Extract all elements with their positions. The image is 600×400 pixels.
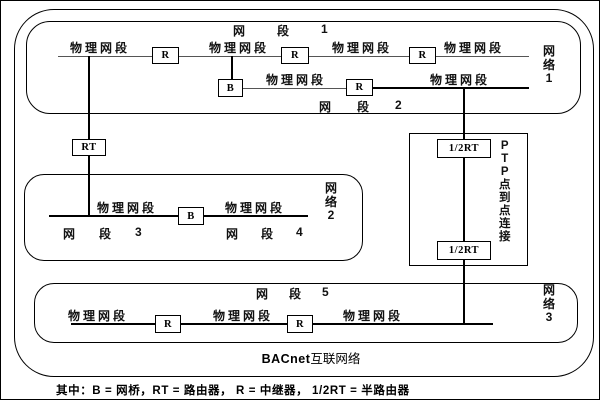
segment-1-char: 段 (277, 24, 290, 38)
router-label: RT (81, 142, 97, 153)
legend-text: 其中：B = 网桥，RT = 路由器， R = 中继器， 1/2RT = 半路由… (56, 385, 410, 397)
ptp-char: 到 (499, 192, 511, 204)
repeater-box: R (409, 47, 436, 64)
half-router-top-box: 1/2RT (437, 139, 491, 158)
physical-segment-label: 物理网段 (265, 73, 327, 87)
router-box: RT (72, 139, 106, 156)
ptp-label: P T P 点 到 点 连 接 (499, 140, 511, 244)
network-1-label: 网 络 1 (543, 44, 556, 86)
half-router-label: 1/2RT (448, 245, 480, 256)
repeater-box: R (287, 315, 313, 333)
half-router-label: 1/2RT (448, 143, 480, 154)
ptp-char: T (501, 153, 509, 165)
internetwork-border (14, 9, 594, 377)
segment-5-char: 段 (289, 287, 302, 301)
network-3-char: 网 (543, 283, 556, 297)
segment-2-number: 2 (395, 98, 402, 112)
half-router-bottom-box: 1/2RT (437, 241, 491, 260)
segment-3-number: 3 (135, 225, 142, 239)
bridge-label: B (187, 210, 195, 222)
network2-boundary (24, 174, 363, 261)
network-2-label: 网 络 2 (325, 181, 338, 223)
segment-4-number: 4 (296, 225, 303, 239)
repeater-label: R (418, 50, 427, 61)
segment-3-char: 段 (99, 227, 112, 241)
repeater-box: R (152, 47, 179, 64)
network-3-char: 络 (543, 296, 556, 311)
physical-segment-label: 物理网段 (224, 201, 286, 215)
segment-5-char: 网 (256, 287, 269, 301)
repeater-label: R (290, 50, 300, 61)
physical-segment-label: 物理网段 (443, 41, 505, 55)
physical-segment-label: 物理网段 (208, 41, 270, 55)
network-1-char: 网 (543, 44, 556, 58)
segment-4-char: 网 (226, 227, 239, 241)
ptp-char: 点 (499, 205, 511, 217)
net1-bridge-drop (231, 56, 233, 81)
segment-1-number: 1 (321, 22, 328, 36)
repeater-label: R (295, 318, 305, 330)
physical-segment-label: 物理网段 (331, 41, 393, 55)
physical-segment-label: 物理网段 (342, 309, 404, 323)
segment-4-title: 网 段 4 (226, 225, 303, 242)
network1-boundary (26, 21, 581, 114)
ptp-connection-box (409, 133, 528, 266)
ptp-char: 连 (499, 218, 511, 230)
repeater-box: R (346, 79, 373, 96)
net1-to-net2-connector (88, 56, 90, 216)
caption-bacnet: BACnet (261, 352, 311, 366)
segment-5-number: 5 (322, 285, 329, 299)
segment-4-char: 段 (261, 227, 274, 241)
network-2-number: 2 (327, 208, 335, 222)
net1-to-net3-ptp-connector (463, 88, 466, 324)
network-3-label: 网 络 3 (543, 283, 556, 325)
segment-1-title: 网 段 1 (233, 22, 328, 39)
network-2-char: 络 (325, 194, 338, 209)
repeater-label: R (355, 82, 364, 93)
diagram-caption: BACnet互联网络 (262, 348, 361, 367)
network-2-char: 网 (325, 181, 338, 195)
net1-segment2-bus-right (361, 87, 529, 90)
repeater-label: R (161, 50, 170, 61)
segment-2-title: 网 段 2 (319, 98, 402, 115)
net1-segment2-bus-left (243, 88, 363, 90)
physical-segment-label: 物理网段 (67, 309, 129, 323)
bridge-label: B (226, 82, 235, 94)
segment-2-char: 网 (319, 100, 332, 114)
bridge-box: B (218, 79, 243, 97)
repeater-label: R (163, 318, 173, 330)
physical-segment-label: 物理网段 (69, 41, 131, 55)
segment-1-char: 网 (233, 24, 246, 38)
bridge-box: B (178, 207, 204, 225)
physical-segment-label: 物理网段 (96, 201, 158, 215)
segment-3-title: 网 段 3 (63, 225, 142, 242)
segment-2-char: 段 (357, 100, 370, 114)
repeater-box: R (155, 315, 181, 333)
ptp-char: 接 (499, 231, 511, 243)
network-1-char: 络 (543, 57, 556, 72)
segment-3-char: 网 (63, 227, 76, 241)
network-3-number: 3 (545, 310, 553, 324)
ptp-char: 点 (499, 179, 511, 191)
net3-bus (71, 323, 493, 326)
ptp-char: P (500, 166, 509, 178)
network-1-number: 1 (545, 71, 553, 85)
network3-boundary (34, 283, 578, 343)
physical-segment-label: 物理网段 (212, 309, 274, 323)
ptp-char: P (500, 140, 509, 152)
physical-segment-label: 物理网段 (429, 73, 491, 87)
caption-rest: 互联网络 (310, 352, 361, 366)
repeater-box: R (281, 47, 309, 64)
segment-5-title: 网 段 5 (256, 285, 329, 302)
